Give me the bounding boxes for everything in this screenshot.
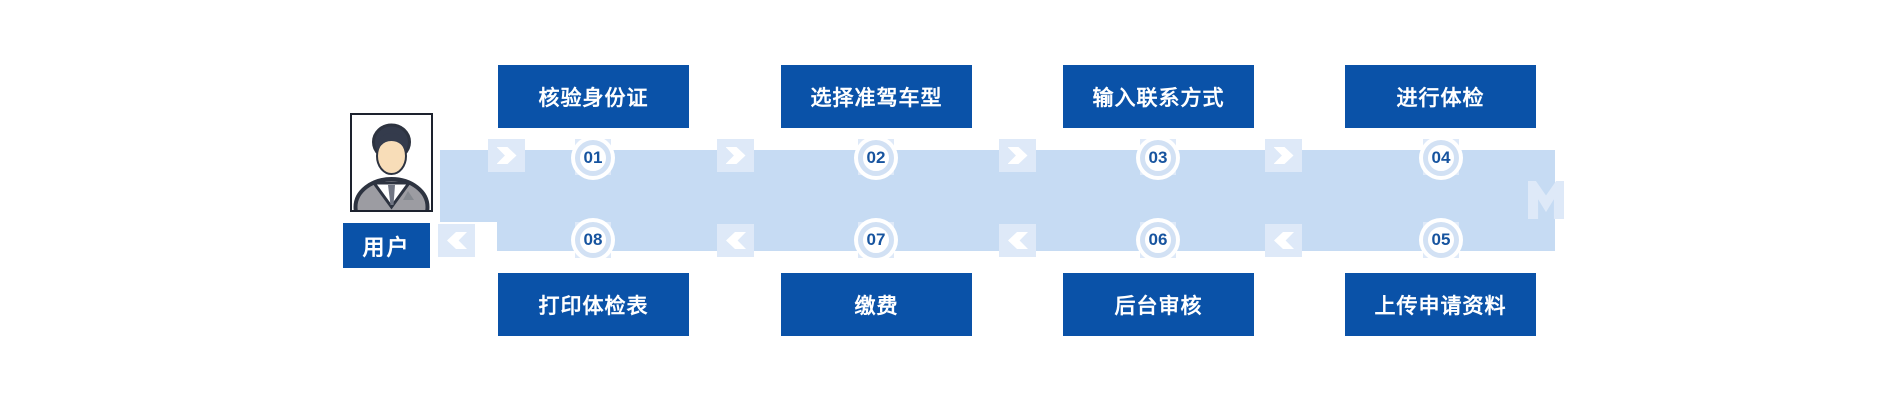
- step-number-circle-07: 07: [858, 222, 894, 258]
- step-box-03: 输入联系方式: [1063, 65, 1254, 128]
- step-box-06: 后台审核: [1063, 273, 1254, 336]
- user-avatar: [350, 113, 433, 212]
- step-number-circle-04: 04: [1423, 140, 1459, 176]
- step-number-circle-03: 03: [1140, 140, 1176, 176]
- flow-band: [440, 150, 1555, 251]
- arrow-right-icon: [999, 139, 1036, 172]
- step-number-circle-08: 08: [575, 222, 611, 258]
- arrow-left-icon: [999, 224, 1036, 257]
- step-number-circle-01: 01: [575, 140, 611, 176]
- arrow-left-icon: [438, 224, 475, 257]
- step-number-circle-06: 06: [1140, 222, 1176, 258]
- step-box-04: 进行体检: [1345, 65, 1536, 128]
- step-box-01: 核验身份证: [498, 65, 689, 128]
- arrow-right-icon: [1265, 139, 1302, 172]
- arrow-left-icon: [717, 224, 754, 257]
- person-icon: [353, 123, 430, 210]
- arrow-left-icon: [1265, 224, 1302, 257]
- user-label: 用户: [343, 223, 430, 268]
- arrow-right-icon: [488, 139, 525, 172]
- step-box-05: 上传申请资料: [1345, 273, 1536, 336]
- step-box-07: 缴费: [781, 273, 972, 336]
- step-box-08: 打印体检表: [498, 273, 689, 336]
- step-box-02: 选择准驾车型: [781, 65, 972, 128]
- step-number-circle-02: 02: [858, 140, 894, 176]
- arrow-right-icon: [717, 139, 754, 172]
- step-number-circle-05: 05: [1423, 222, 1459, 258]
